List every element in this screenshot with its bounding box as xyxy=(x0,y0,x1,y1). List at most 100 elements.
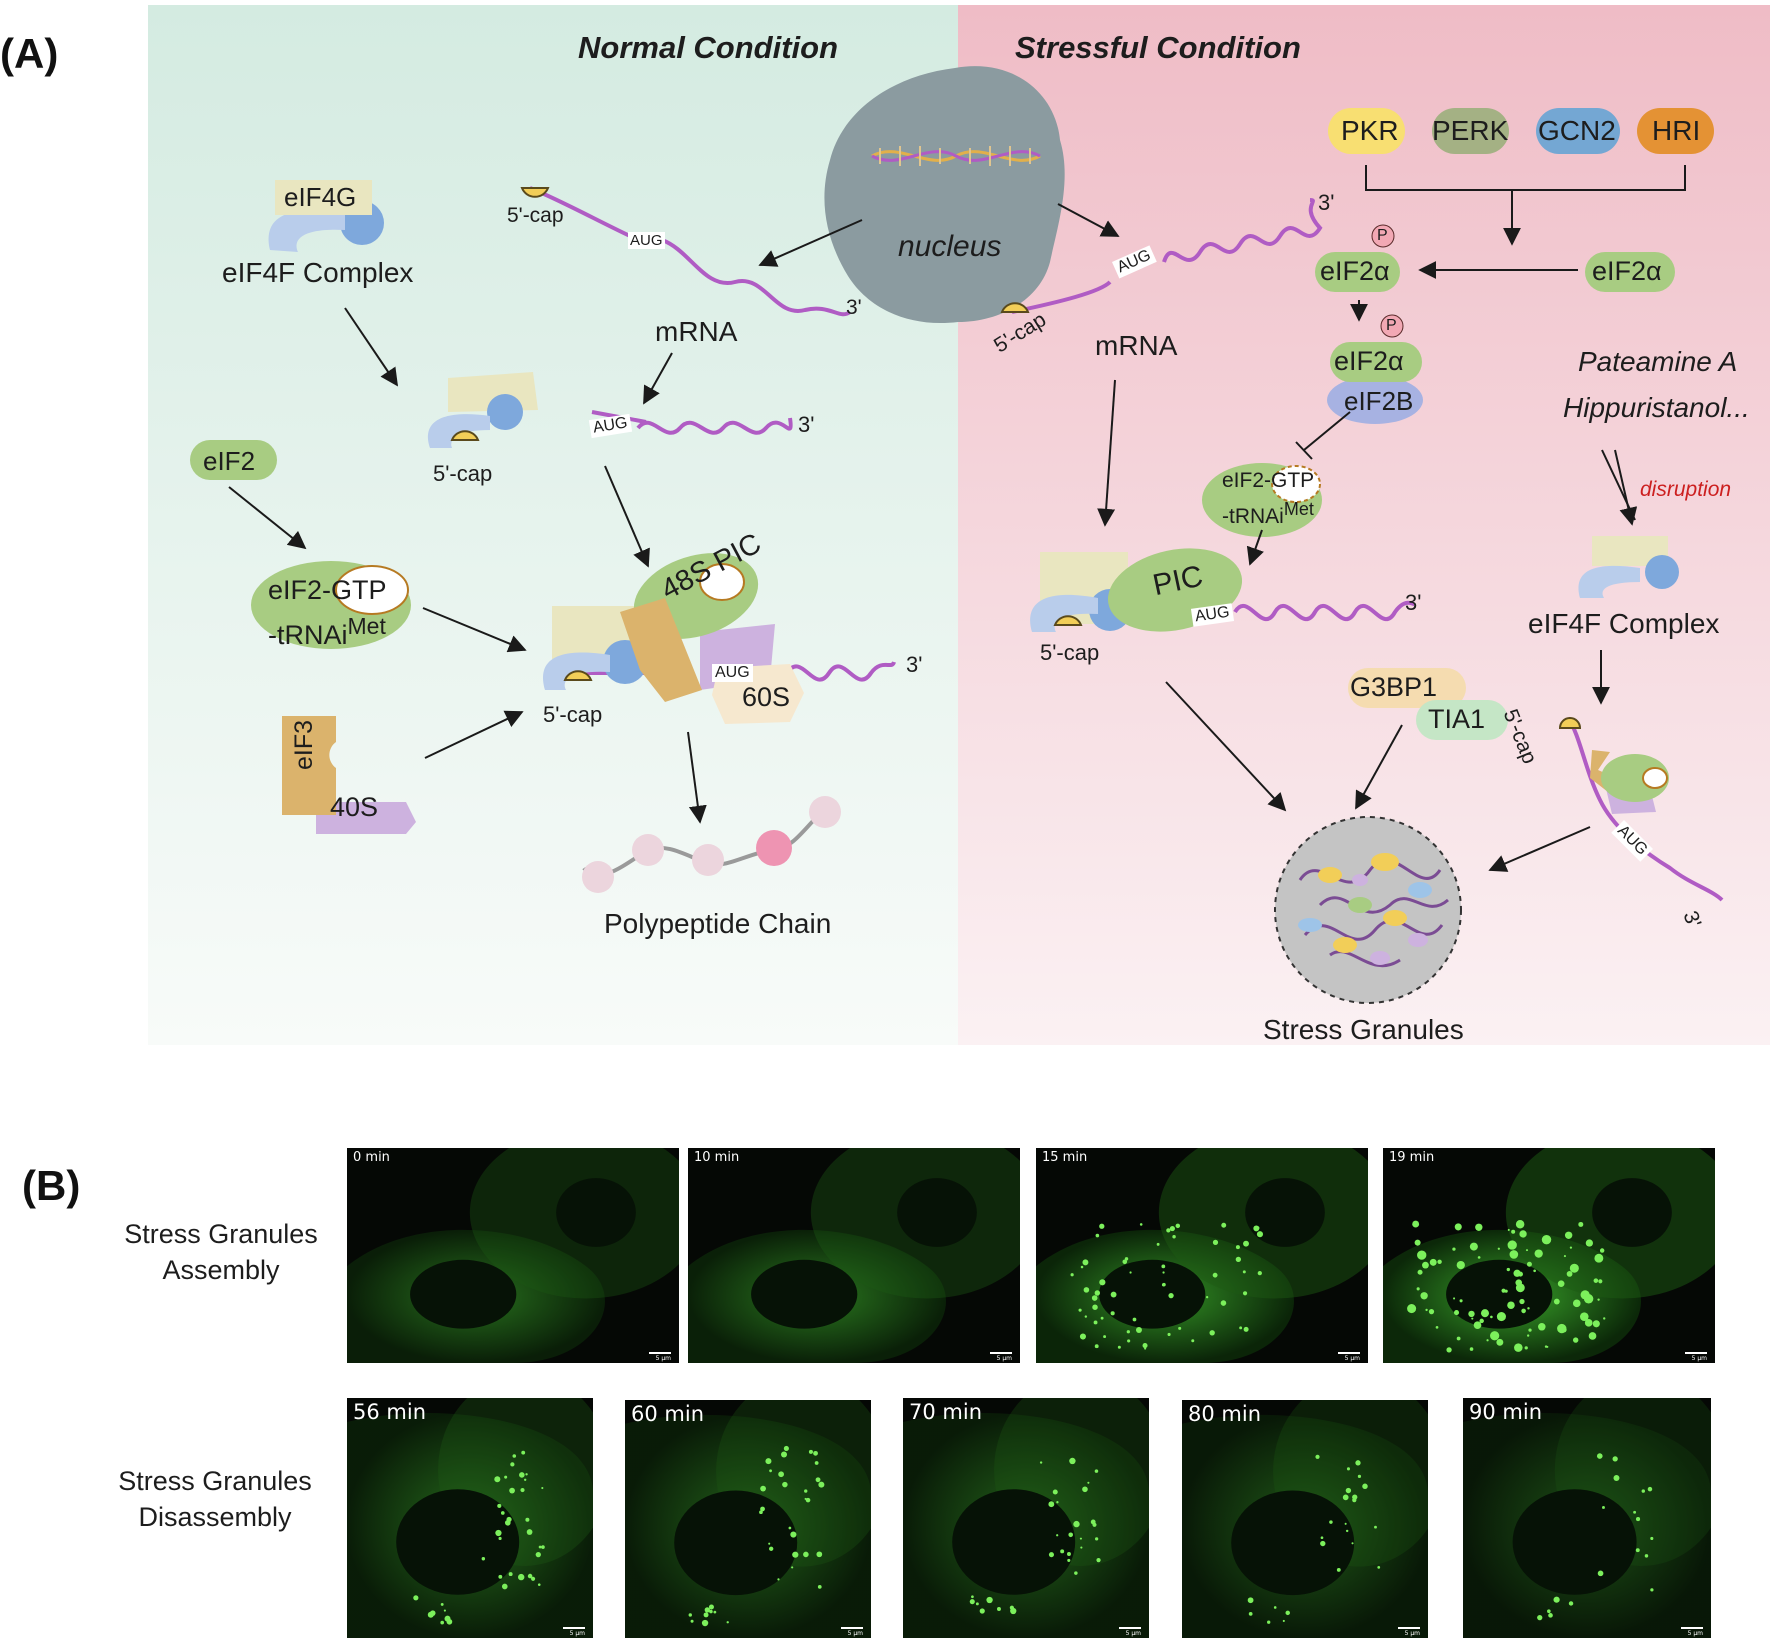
pic-complex xyxy=(1030,548,1243,632)
nucleus-label: nucleus xyxy=(898,230,1002,263)
stress-condition-title: Stressful Condition xyxy=(1015,30,1301,65)
three-prime-mrna: 3' xyxy=(846,296,862,319)
kinase-perk: PERK xyxy=(1432,115,1509,146)
disassembly-scale-text-1: 5 μm xyxy=(847,1630,863,1637)
eif4g-label: eIF4G xyxy=(284,182,357,212)
eif2-label: eIF2 xyxy=(203,446,256,476)
cap-label-48s: 5'-cap xyxy=(543,702,603,727)
cap-label-complex: 5'-cap xyxy=(433,461,493,486)
assembly-row-label: Stress Granules Assembly xyxy=(110,1216,332,1288)
aug-label-48s: AUG xyxy=(712,664,753,682)
ternary-sub-text-left: -tRNAi xyxy=(268,620,348,650)
kinase-hri: HRI xyxy=(1652,115,1701,146)
eif2-left-shape xyxy=(190,440,277,480)
stress-granules-label: Stress Granules xyxy=(1263,1014,1464,1045)
aug-label-mrna: AUG xyxy=(628,232,665,249)
cap-label-mrna: 5'-cap xyxy=(507,204,564,227)
assembly-scale-bar-1 xyxy=(990,1352,1012,1354)
drug-hippuristanol: Hippuristanol... xyxy=(1563,392,1750,423)
disassembly-time-label-0: 56 min xyxy=(353,1400,426,1424)
ternary-main-right: eIF2-GTP xyxy=(1222,469,1315,492)
disassembly-scale-bar-4 xyxy=(1681,1627,1703,1629)
disassembly-image-art-0 xyxy=(347,1398,593,1638)
ternary-sup-left: Met xyxy=(347,613,386,639)
ternary-sup-right: Met xyxy=(1283,499,1314,519)
disassembly-label-line2: Disassembly xyxy=(138,1502,292,1532)
disassembly-scale-text-4: 5 μm xyxy=(1687,1630,1703,1637)
disassembly-image-art-2 xyxy=(903,1398,1149,1638)
eif2-gtp-ternary-right xyxy=(1202,463,1322,537)
stress-granule xyxy=(1274,816,1462,1004)
ternary-main-left: eIF2-GTP xyxy=(268,575,387,605)
disassembly-scale-text-3: 5 μm xyxy=(1404,1630,1420,1637)
disassembly-time-label-4: 90 min xyxy=(1469,1400,1542,1424)
assembly-label-line1: Stress Granules xyxy=(124,1219,318,1249)
eif2a-shapes xyxy=(1315,224,1675,424)
drug-pateamine: Pateamine A xyxy=(1578,346,1738,377)
assembly-label-line2: Assembly xyxy=(162,1255,280,1285)
assembly-image-2: 15 min 5 μm xyxy=(1036,1148,1368,1363)
initiation-complex-48s xyxy=(543,553,804,724)
eif4f-complex-label: eIF4F Complex xyxy=(222,257,414,288)
disassembly-time-label-2: 70 min xyxy=(909,1400,982,1424)
disassembly-label-line1: Stress Granules xyxy=(118,1466,312,1496)
assembly-scale-text-0: 5 μm xyxy=(655,1355,671,1362)
disassembly-image-art-3 xyxy=(1182,1400,1428,1638)
disassembly-scale-bar-1 xyxy=(841,1627,863,1629)
assembly-time-label-1: 10 min xyxy=(694,1150,740,1165)
eif4f-complex-cap xyxy=(427,372,538,448)
kinase-pkr: PKR xyxy=(1341,115,1399,146)
three-prime-complex: 3' xyxy=(798,412,815,437)
assembly-image-art-3 xyxy=(1383,1148,1715,1363)
normal-condition-panel xyxy=(148,5,958,1045)
three-prime-48s: 3' xyxy=(906,652,923,677)
disassembly-image-4: 90 min 5 μm xyxy=(1463,1398,1711,1638)
s60-label: 60S xyxy=(742,682,791,712)
assembly-time-label-0: 0 min xyxy=(353,1150,390,1165)
disruption-label: disruption xyxy=(1640,478,1732,501)
panel-a-letter: (A) xyxy=(0,30,59,77)
mrna-label: mRNA xyxy=(655,316,738,347)
disassembly-image-3: 80 min 5 μm xyxy=(1182,1400,1428,1638)
kinase-gcn2: GCN2 xyxy=(1538,115,1616,146)
s40-label: 40S xyxy=(330,792,379,822)
eif4f-complex-stress-label: eIF4F Complex xyxy=(1528,608,1720,639)
assembly-time-label-3: 19 min xyxy=(1389,1150,1435,1165)
assembly-scale-bar-2 xyxy=(1338,1352,1360,1354)
disassembly-image-1: 60 min 5 μm xyxy=(625,1400,871,1638)
eif2b-label: eIF2B xyxy=(1344,386,1414,416)
eif2-gtp-ternary-left xyxy=(251,561,411,649)
cap-shape-top xyxy=(520,187,550,198)
g3bp1-tia1 xyxy=(1348,668,1508,740)
ternary-sub-right: -tRNAiMet xyxy=(1222,495,1314,531)
tia1-label: TIA1 xyxy=(1428,704,1486,734)
assembly-image-art-2 xyxy=(1036,1148,1368,1363)
nucleus xyxy=(824,66,1065,324)
three-prime-pic: 3' xyxy=(1405,590,1422,615)
mrna-label-stress: mRNA xyxy=(1095,330,1178,361)
disassembly-time-label-1: 60 min xyxy=(631,1402,704,1426)
panel-b-letter: (B) xyxy=(22,1162,81,1209)
eif4f-complex-left xyxy=(268,180,384,252)
eif2a-p-label: eIF2α xyxy=(1320,256,1390,286)
eif2a-p2-label: eIF2α xyxy=(1334,346,1404,376)
ternary-label-right: eIF2-GTP -tRNAiMet xyxy=(1222,466,1314,531)
disassembly-time-label-3: 80 min xyxy=(1188,1402,1261,1426)
assembly-scale-bar-0 xyxy=(649,1352,671,1354)
assembly-scale-text-2: 5 μm xyxy=(1344,1355,1360,1362)
eif3-40s xyxy=(282,716,416,834)
panel-a-diagram xyxy=(148,5,1770,1045)
assembly-scale-bar-3 xyxy=(1685,1352,1707,1354)
assembly-time-label-2: 15 min xyxy=(1042,1150,1088,1165)
phospho-label-2: P xyxy=(1386,317,1397,334)
assembly-image-art-1 xyxy=(688,1148,1020,1363)
assembly-image-0: 0 min 5 μm xyxy=(347,1148,679,1363)
eif3-label: eIF3 xyxy=(290,719,318,770)
ternary-sub-text-right: -tRNAi xyxy=(1222,505,1284,528)
disassembly-image-art-4 xyxy=(1463,1398,1711,1638)
polypeptide-label: Polypeptide Chain xyxy=(604,908,832,939)
